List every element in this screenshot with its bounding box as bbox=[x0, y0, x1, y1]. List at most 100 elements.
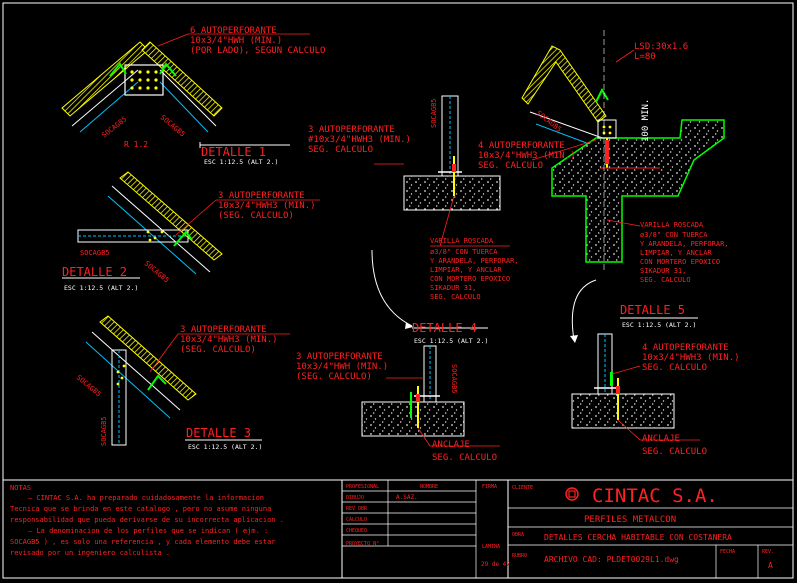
dr-anchor-7: SEG. CALCULO bbox=[640, 276, 691, 284]
tb-cliente-label: CLIENTE bbox=[512, 485, 533, 491]
d4-anchor-2: SEG. CALCULO bbox=[432, 453, 497, 463]
d5-slab bbox=[571, 393, 675, 429]
cintac-logo-icon bbox=[565, 487, 579, 501]
d5-note-3: SEG. CALCULO bbox=[642, 363, 707, 373]
dr-anchor-1: VARILLA ROSCADA bbox=[640, 221, 704, 229]
notes-line-4: — La denominacion de los perfiles que se… bbox=[28, 527, 268, 535]
dr-anchor-2: ø3/8" CON TUERCA bbox=[640, 231, 708, 239]
detail-4: DETALLE 4 ESC 1:12.5 (ALT 2.) SOCAGB5 3 … bbox=[296, 321, 500, 463]
d1-label-right: SOCAGB5 bbox=[159, 113, 187, 138]
dc-note-2: #10x3/4"HWH3 (MIN.) bbox=[308, 135, 411, 145]
d3-note-3: (SEG. CALCULO) bbox=[180, 345, 256, 355]
dc-anchor-7: SEG. CALCULO bbox=[430, 293, 481, 301]
d4-note-3: (SEG. CALCULO) bbox=[296, 372, 372, 382]
tb-row-6: PROYECTO N° bbox=[346, 541, 379, 547]
d4-note-1: 3 AUTOPERFORANTE bbox=[296, 352, 383, 362]
dr-arrow bbox=[571, 279, 597, 341]
d4-scale: ESC 1:12.5 (ALT 2.) bbox=[414, 337, 488, 345]
dc-anchor-2: ø3/8" CON TUERCA bbox=[430, 248, 498, 256]
dc-label: SOCAGB5 bbox=[430, 98, 438, 128]
d3-label-rafter: SOCAGB5 bbox=[75, 373, 103, 398]
dc-note-1: 3 AUTOPERFORANTE bbox=[308, 125, 395, 135]
d1-note-2: 10x3/4"HWH (MIN.) bbox=[190, 36, 282, 46]
d1-scale: ESC 1:12.5 (ALT 2.) bbox=[204, 158, 278, 166]
dr-anchor-6: SIKADUR 31, bbox=[640, 267, 686, 275]
dc-anchor-4: LIMPIAR, Y ANCLAR bbox=[430, 266, 502, 274]
d2-rafter bbox=[119, 171, 223, 261]
tb-obra: DETALLES CERCHA HABITABLE CON COSTANERA bbox=[544, 533, 732, 542]
d5-note-2: 10x3/4"HWH3 (MIN.) bbox=[642, 353, 740, 363]
tb-row-2: DIBUJO bbox=[346, 495, 364, 501]
d1-rafter-left bbox=[61, 41, 149, 117]
d1-note-3: (POR LADO), SEGUN CALCULO bbox=[190, 46, 325, 56]
d1-title: DETALLE 1 bbox=[201, 145, 266, 159]
d2-bracket bbox=[173, 230, 193, 247]
d3-note-1: 3 AUTOPERFORANTE bbox=[180, 325, 267, 335]
dc-anchor-1: VARILLA ROSCADA bbox=[430, 237, 494, 245]
d1-bracket bbox=[109, 62, 177, 77]
d1-note-1: 6 AUTOPERFORANTE bbox=[190, 26, 277, 36]
d5-anchor-1: ANCLAJE bbox=[642, 434, 680, 444]
tb-col-nombre: NOMBRE bbox=[420, 484, 438, 490]
dr-lsd-1: LSD:30x1.6 bbox=[634, 42, 688, 52]
d5-anchor-2: SEG. CALCULO bbox=[642, 447, 707, 457]
d2-title: DETALLE 2 bbox=[62, 265, 127, 279]
dr-plate bbox=[597, 119, 617, 139]
tb-archivo: ARCHIVO CAD: PLDET0029L1.dwg bbox=[544, 555, 679, 564]
d1-radius: R 1.2 bbox=[124, 140, 148, 149]
dc-slab bbox=[403, 175, 501, 211]
tb-fecha-label: FECHA bbox=[720, 549, 735, 555]
dr-note-1: 4 AUTOPERFORANTE bbox=[478, 141, 565, 151]
tb-obra-label: OBRA bbox=[512, 532, 524, 538]
tb-rubro-label: RUBRO bbox=[512, 553, 527, 559]
d4-note-2: 10x3/4"HWH (MIN.) bbox=[296, 362, 388, 372]
notes-line-3: responsabilidad que pueda derivarse de s… bbox=[10, 516, 284, 524]
tb-lamina-value: 29 de 47 bbox=[481, 561, 510, 568]
d3-note-2: 10x3/4"HWH3 (MIN.) bbox=[180, 335, 278, 345]
tb-row-3: REV OBR bbox=[346, 506, 368, 512]
tb-company: CINTAC S.A. bbox=[592, 485, 718, 507]
tb-rev-label: REV. bbox=[762, 549, 774, 555]
tb-row-5: CHEQUEO bbox=[346, 528, 367, 534]
dc-anchor-6: SIKADUR 31, bbox=[430, 284, 476, 292]
dr-anchor-4: LIMPIAR, Y ANCLAR bbox=[640, 249, 712, 257]
detail-1: 6 AUTOPERFORANTE 10x3/4"HWH (MIN.) (POR … bbox=[61, 26, 325, 166]
d4-title: DETALLE 4 bbox=[412, 321, 477, 335]
detail-5: DETALLE 5 ESC 1:12.5 (ALT 2.) 4 AUTOPERF… bbox=[571, 303, 740, 457]
notes-line-1: — CINTAC S.A. ha preparado cuidadosament… bbox=[28, 494, 264, 502]
d1-rafter-right bbox=[141, 41, 223, 117]
d4-anchor-1: ANCLAJE bbox=[432, 440, 470, 450]
d4-slab bbox=[361, 401, 465, 437]
dc-anchor-3: Y ARANDELA, PERFORAR, bbox=[430, 257, 519, 265]
d2-label-rafter: SOCAGB5 bbox=[143, 259, 171, 284]
d5-scale: ESC 1:12.5 (ALT 2.) bbox=[622, 321, 696, 329]
dr-anchor-3: Y ARANDELA, PERFORAR, bbox=[640, 240, 729, 248]
tb-row-1: PROFESIONAL bbox=[346, 484, 379, 490]
tb-lamina-label: LAMINA bbox=[482, 544, 500, 550]
d2-label-chord: SOCAGB5 bbox=[80, 249, 110, 257]
d1-gusset-plate bbox=[124, 64, 164, 96]
d2-note-2: 10x3/4"HWH3 (MIN.) bbox=[218, 201, 316, 211]
dc-anchor-5: CON MORTERO EPOXICO bbox=[430, 275, 510, 283]
detail-3: 3 AUTOPERFORANTE 10x3/4"HWH3 (MIN.) (SEG… bbox=[75, 315, 290, 451]
dr-lsd-2: L=80 bbox=[634, 52, 656, 62]
title-block: NOTAS — CINTAC S.A. ha preparado cuidado… bbox=[2, 479, 794, 579]
notes-line-6: revisado por un ingeniero calculista . bbox=[10, 549, 170, 557]
d3-rafter bbox=[99, 315, 197, 401]
dc-note-3: SEG. CALCULO bbox=[308, 145, 373, 155]
d3-label-post: SOCAGB5 bbox=[100, 416, 108, 446]
dr-anchor-5: CON MORTERO EPOXICO bbox=[640, 258, 720, 266]
dr-label: SOCAGB5 bbox=[535, 109, 563, 133]
tb-line-title: PERFILES METALCON bbox=[584, 515, 676, 525]
dr-rafter bbox=[521, 45, 607, 123]
dr-dimension: 100 MIN. bbox=[641, 99, 651, 142]
tb-col-firma: FIRMA bbox=[482, 484, 497, 490]
notes-title: NOTAS bbox=[10, 484, 31, 492]
notes-line-2: Tecnica que se brinda en este catalogo ,… bbox=[10, 505, 271, 513]
d1-label-left: SOCAGB5 bbox=[100, 115, 128, 139]
detail-2: 3 AUTOPERFORANTE 10x3/4"HWH3 (MIN.) (SEG… bbox=[62, 171, 320, 292]
tb-dibujo-value: A.SAZ. bbox=[396, 494, 418, 501]
dr-note-3: SEG. CALCULO bbox=[478, 161, 543, 171]
detail-center-base: SOCAGB5 3 AUTOPERFORANTE #10x3/4"HWH3 (M… bbox=[308, 95, 519, 329]
